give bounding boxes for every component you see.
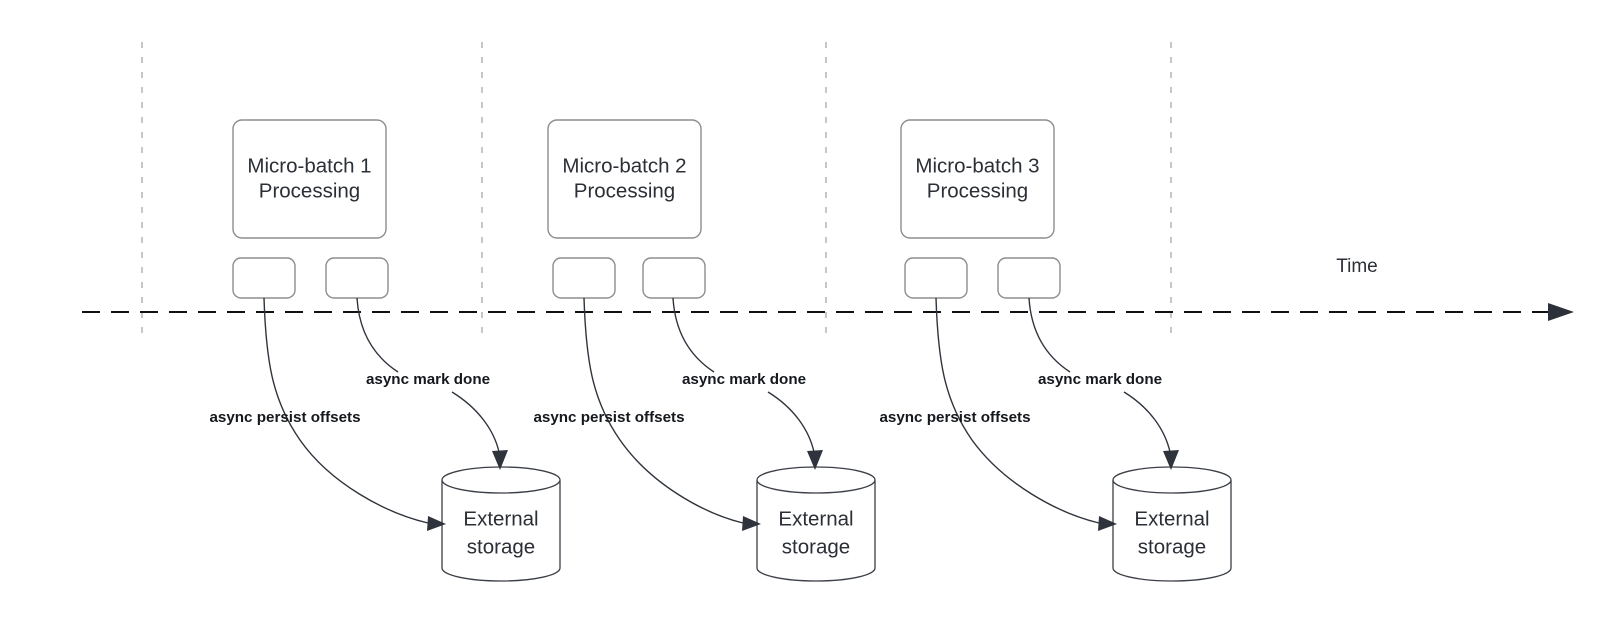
persist-offsets-arrowhead-3 <box>1098 516 1117 531</box>
task-box-2b[interactable] <box>642 257 706 299</box>
cylinder-body-2 <box>756 480 876 582</box>
micro-batch-2-title-line2: Processing <box>574 179 675 202</box>
mark-done-curve-2-lower <box>767 391 815 453</box>
mark-done-arrowhead-3 <box>1163 450 1179 470</box>
mark-done-arrowhead-2 <box>807 450 823 470</box>
timeline-ticks <box>141 42 1172 336</box>
group-1: Micro-batch 1 Processing External storag… <box>209 119 561 582</box>
persist-offsets-curve-3 <box>935 297 1100 524</box>
micro-batch-3-title-line1: Micro-batch 3 <box>915 154 1039 177</box>
mark-done-curve-3-lower <box>1123 391 1171 453</box>
persist-offsets-arrowhead-1 <box>427 516 446 531</box>
task-box-3a[interactable] <box>904 257 968 299</box>
external-storage-2-line2: storage <box>782 535 850 558</box>
task-box-3b[interactable] <box>997 257 1061 299</box>
external-storage-cylinder-3[interactable]: External storage <box>1112 466 1232 582</box>
mark-done-arrowhead-1 <box>492 450 508 470</box>
mark-done-curve-3-upper <box>1028 297 1071 373</box>
external-storage-cylinder-2[interactable]: External storage <box>756 466 876 582</box>
edge-label-mark-done-3: async mark done <box>1038 371 1162 388</box>
mark-done-curve-1-lower <box>451 391 500 453</box>
micro-batch-1-title-line2: Processing <box>259 179 360 202</box>
cylinder-body-1 <box>441 480 561 582</box>
edge-label-persist-offsets-2: async persist offsets <box>533 409 684 426</box>
group-3: Micro-batch 3 Processing External storag… <box>879 119 1232 582</box>
cylinder-top-2 <box>756 466 876 494</box>
micro-batch-box-1[interactable] <box>232 119 387 239</box>
edge-label-persist-offsets-1: async persist offsets <box>209 409 360 426</box>
time-axis: Time <box>82 256 1574 321</box>
persist-offsets-arrowhead-2 <box>742 516 761 531</box>
micro-batch-box-2[interactable] <box>547 119 702 239</box>
task-box-2a[interactable] <box>552 257 616 299</box>
task-box-1a[interactable] <box>232 257 296 299</box>
micro-batch-2-title-line1: Micro-batch 2 <box>562 154 686 177</box>
external-storage-1-line2: storage <box>467 535 535 558</box>
external-storage-1-line1: External <box>463 507 538 530</box>
mark-done-curve-2-upper <box>672 297 715 373</box>
external-storage-3-line1: External <box>1134 507 1209 530</box>
cylinder-top-1 <box>441 466 561 494</box>
mark-done-curve-1-upper <box>356 297 399 373</box>
cylinder-body-3 <box>1112 480 1232 582</box>
persist-offsets-curve-1 <box>263 297 429 524</box>
micro-batch-1-title-line1: Micro-batch 1 <box>247 154 371 177</box>
external-storage-3-line2: storage <box>1138 535 1206 558</box>
group-2: Micro-batch 2 Processing External storag… <box>533 119 876 582</box>
external-storage-cylinder-1[interactable]: External storage <box>441 466 561 582</box>
time-axis-arrowhead <box>1548 303 1574 321</box>
persist-offsets-curve-2 <box>583 297 744 524</box>
micro-batch-3-title-line2: Processing <box>927 179 1028 202</box>
edge-label-persist-offsets-3: async persist offsets <box>879 409 1030 426</box>
time-axis-label: Time <box>1336 256 1378 277</box>
micro-batch-box-3[interactable] <box>900 119 1055 239</box>
external-storage-2-line1: External <box>778 507 853 530</box>
edge-label-mark-done-1: async mark done <box>366 371 490 388</box>
cylinder-top-3 <box>1112 466 1232 494</box>
task-box-1b[interactable] <box>325 257 389 299</box>
edge-label-mark-done-2: async mark done <box>682 371 806 388</box>
